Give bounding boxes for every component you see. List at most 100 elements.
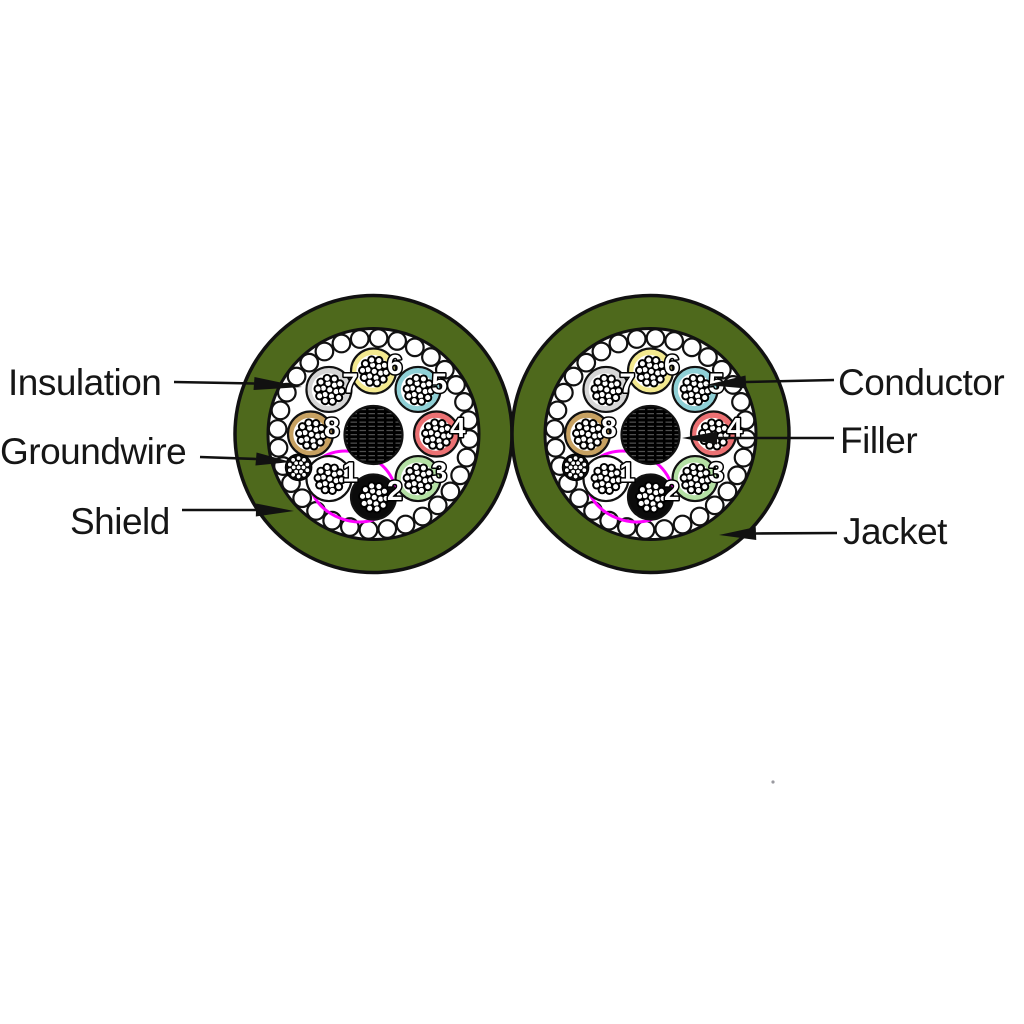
shield-bead	[358, 519, 379, 540]
stranded-conductor	[313, 462, 347, 495]
shield-leader	[182, 503, 294, 517]
shield-bead	[446, 375, 466, 395]
label-jacket: Jacket	[843, 511, 947, 552]
conductor-number: 3	[432, 457, 448, 488]
shield-bead	[576, 352, 597, 373]
shield-bead	[545, 437, 566, 458]
shield-bead	[377, 519, 398, 539]
label-filler: Filler	[840, 420, 918, 461]
conductor-8-tan: 8	[286, 410, 341, 458]
stranded-conductor	[679, 462, 713, 495]
shield-bead	[349, 329, 370, 349]
stranded-conductor	[402, 462, 436, 495]
filler-leader	[682, 431, 834, 445]
conductor-number: 8	[324, 412, 340, 443]
arrowhead	[682, 431, 717, 445]
shield-bead	[704, 495, 725, 516]
shield-bead	[459, 429, 480, 449]
shield-bead	[547, 400, 568, 421]
stranded-conductor	[358, 481, 391, 514]
shield-bead	[735, 410, 756, 431]
arrowhead	[706, 375, 747, 389]
shield-bead	[681, 337, 702, 358]
shield-bead	[645, 328, 666, 349]
shield-bead	[544, 419, 565, 439]
stranded-conductor	[402, 373, 436, 406]
arrowhead	[255, 503, 294, 517]
shield-bead	[412, 506, 433, 527]
conductor-number: 7	[342, 367, 358, 398]
shield-bead	[563, 366, 584, 387]
shield-bead	[569, 488, 590, 509]
shield-bead	[306, 501, 326, 521]
label-conductor: Conductor	[838, 362, 1005, 403]
shield-bead	[711, 359, 732, 380]
shield-bead	[731, 392, 751, 412]
groundwire-leader	[199, 452, 291, 466]
conductor-3-light-green: 3	[671, 454, 726, 503]
stranded-conductor	[679, 373, 713, 406]
conductor-8-tan: 8	[563, 410, 618, 458]
conductor-6-yellow: 6	[349, 347, 404, 395]
conductor-number: 7	[619, 367, 635, 398]
conductor-number: 6	[664, 349, 680, 380]
shield-bead	[434, 359, 455, 380]
shield-bead	[267, 419, 288, 439]
shield-bead	[387, 331, 408, 351]
conductor-2-black: 2	[349, 473, 404, 521]
shield-bead	[440, 481, 461, 502]
shield-bead	[672, 514, 693, 535]
conductor-6-yellow: 6	[626, 347, 681, 395]
stranded-conductor	[590, 462, 624, 495]
shield-bead	[268, 437, 289, 458]
conductor-number: 3	[709, 457, 725, 488]
shield-bead	[299, 352, 320, 373]
arrowhead	[255, 452, 291, 466]
shield-bead	[698, 347, 718, 367]
shield-bead	[314, 341, 335, 362]
stranded-conductor	[295, 418, 328, 451]
shield-bead	[626, 329, 647, 349]
conductor-number: 1	[619, 457, 635, 488]
shield-bead	[553, 382, 574, 403]
label-groundwire: Groundwire	[0, 431, 187, 472]
conductor-3-light-green: 3	[394, 454, 449, 503]
shield-bead	[368, 328, 389, 349]
shield-bead	[395, 514, 416, 535]
shield-bead	[689, 506, 710, 527]
stranded-conductor	[635, 481, 668, 514]
conductor-5-cyan: 5	[394, 365, 449, 414]
arrowhead	[719, 527, 757, 540]
conductor-number: 8	[601, 412, 617, 443]
conductor-number: 5	[432, 367, 448, 398]
stranded-conductor	[635, 355, 668, 388]
label-insulation: Insulation	[8, 362, 162, 403]
stranded-conductor	[313, 373, 347, 406]
shield-bead	[654, 519, 675, 539]
arrowhead	[253, 377, 302, 390]
shield-bead	[404, 337, 425, 358]
shield-bead	[635, 519, 656, 540]
groundwire-strand	[284, 453, 313, 482]
shield-bead	[727, 465, 748, 486]
insulation-leader	[173, 377, 302, 390]
conductor-number: 2	[664, 475, 680, 506]
filler-core	[343, 404, 404, 466]
conductor-4-red: 4	[412, 410, 468, 458]
shield-bead	[608, 333, 629, 354]
groundwire-strand	[561, 453, 590, 482]
conductor-1-white: 1	[582, 454, 637, 503]
filler-core	[620, 404, 681, 466]
shield-bead	[331, 333, 352, 354]
shield-bead	[454, 392, 474, 412]
conductor-7-gray: 7	[582, 365, 637, 414]
conductor-number: 4	[450, 412, 466, 443]
shield-bead	[717, 481, 738, 502]
shield-bead	[427, 495, 448, 516]
shield-bead	[286, 366, 307, 387]
conductor-number: 2	[387, 475, 403, 506]
shield-bead	[733, 447, 754, 468]
